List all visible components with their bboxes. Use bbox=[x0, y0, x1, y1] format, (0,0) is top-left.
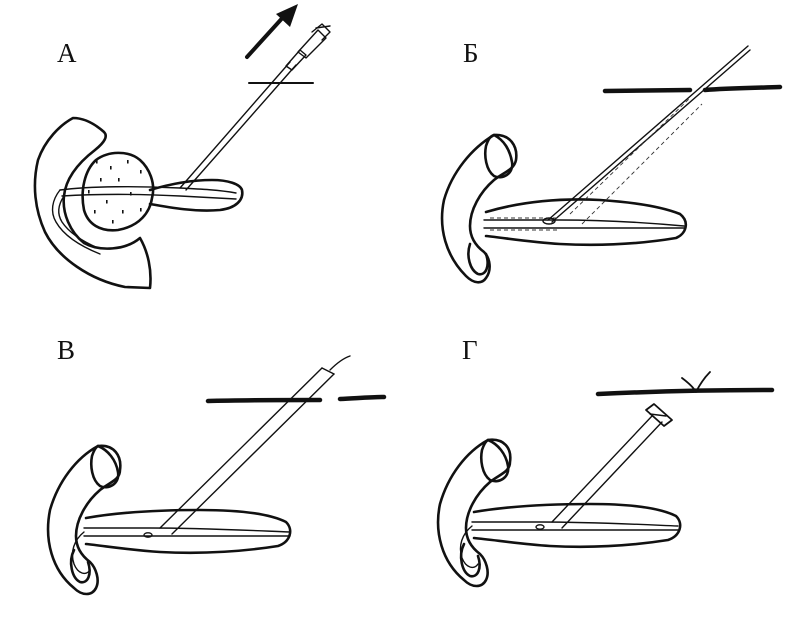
skin-line-v-right bbox=[337, 394, 387, 402]
skin-line-b-right bbox=[702, 84, 783, 93]
pancreas-g bbox=[472, 502, 682, 549]
direction-arrow-head bbox=[276, 4, 298, 27]
direction-arrow-shaft bbox=[245, 12, 288, 59]
panel-g-drawing bbox=[436, 371, 775, 588]
pancreatic-duct-v bbox=[83, 527, 291, 533]
panel-a-drawing bbox=[33, 4, 331, 290]
duct-papilla-a bbox=[51, 189, 101, 255]
drain-marker-g bbox=[535, 524, 545, 530]
duodenum-b-lumen bbox=[483, 133, 514, 179]
fixation-disc-g bbox=[645, 403, 673, 427]
drainage-tube-g bbox=[551, 415, 663, 529]
skin-suture-g bbox=[681, 371, 711, 393]
pancreas-head-cyst-a bbox=[81, 151, 155, 232]
catheter-marker-v bbox=[143, 532, 153, 538]
duct-entry-b bbox=[542, 217, 556, 225]
catheter-tip-v bbox=[321, 367, 335, 375]
panel-label-b: Б bbox=[463, 38, 479, 68]
panel-v-drawing bbox=[46, 355, 387, 596]
duct-papilla-a-2 bbox=[58, 195, 99, 249]
drainage-catheter-v bbox=[159, 367, 335, 535]
duodenum-v-loop bbox=[69, 548, 91, 584]
catheter-coil-v bbox=[71, 531, 91, 575]
guidewire-v bbox=[329, 355, 351, 371]
duodenum-v-lumen bbox=[89, 444, 120, 489]
duodenum-v bbox=[46, 444, 122, 596]
guidewire-b bbox=[547, 45, 749, 221]
duodenum-g bbox=[436, 438, 512, 588]
panel-label-a: А bbox=[57, 38, 77, 68]
puncture-needle-a bbox=[179, 61, 297, 191]
skin-line-g bbox=[595, 387, 775, 397]
syringe-icon bbox=[285, 23, 331, 71]
duodenum-g-lumen bbox=[479, 438, 510, 483]
fixation-disc-g-line bbox=[649, 413, 667, 417]
skin-line-v-left bbox=[205, 397, 323, 404]
pancreatic-duct-a bbox=[59, 186, 237, 194]
pancreatic-duct-a-lower bbox=[61, 193, 237, 200]
pancreas-b bbox=[484, 198, 688, 247]
panel-label-v: В bbox=[57, 335, 76, 365]
cyst-dots-a bbox=[88, 160, 142, 224]
duodenum-b-loop bbox=[467, 242, 489, 276]
duodenum-a bbox=[33, 116, 152, 290]
duodenum-b bbox=[440, 133, 518, 284]
drain-coil-g bbox=[459, 525, 479, 569]
duodenum-g-loop bbox=[459, 542, 481, 578]
pancreatic-duct-b bbox=[483, 219, 685, 227]
pancreas-v bbox=[84, 508, 292, 555]
panel-b-drawing bbox=[440, 45, 783, 284]
needle-tract-b bbox=[569, 97, 703, 225]
pancreatic-duct-g bbox=[471, 521, 679, 527]
panel-label-g: Г bbox=[462, 335, 478, 365]
skin-line-b-left bbox=[602, 87, 693, 94]
